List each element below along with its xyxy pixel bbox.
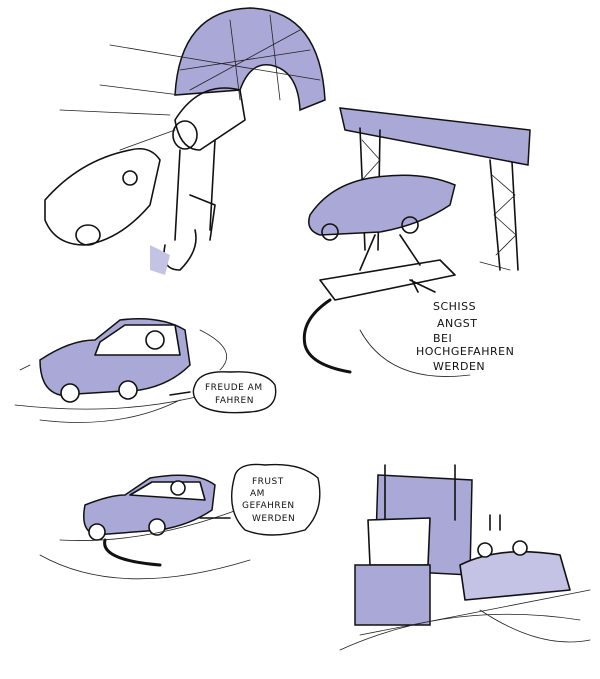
motorcycle-rider <box>174 87 246 151</box>
frustration-caption-line: FRUST <box>252 477 284 487</box>
joy-caption-line: FAHREN <box>215 396 254 406</box>
frustration-speech-bubble[interactable]: FRUST AM GEFAHREN WERDEN <box>231 463 321 536</box>
frustration-caption-line: AM <box>250 489 265 499</box>
fear-caption-line: WERDEN <box>433 360 485 373</box>
tunnel-motorcycle-scene <box>44 7 326 275</box>
lift-platform <box>319 259 456 301</box>
frustration-caption-line: GEFAHREN <box>242 501 295 511</box>
sports-car <box>44 147 161 246</box>
gantry-lift-scene: SCHISS ANGST BEI HOCHGEFAHREN WERDEN <box>302 107 531 377</box>
truck-scene <box>339 464 591 651</box>
joy-caption-line: FREUDE AM <box>205 383 263 393</box>
frustration-scene: FRUST AM GEFAHREN WERDEN <box>39 463 321 580</box>
gantry-beam <box>339 107 531 166</box>
fear-caption-line: BEI <box>433 332 452 345</box>
fear-caption-line: ANGST <box>437 317 477 330</box>
fear-caption-line: SCHISS <box>433 300 476 313</box>
lifted-car <box>308 174 456 236</box>
joy-speech-bubble[interactable]: FREUDE AM FAHREN <box>192 371 277 414</box>
fear-caption-line: HOCHGEFAHREN <box>416 345 514 358</box>
joy-driving-scene: FREUDE AM FAHREN <box>14 318 277 423</box>
frustration-caption-line: WERDEN <box>252 514 295 524</box>
